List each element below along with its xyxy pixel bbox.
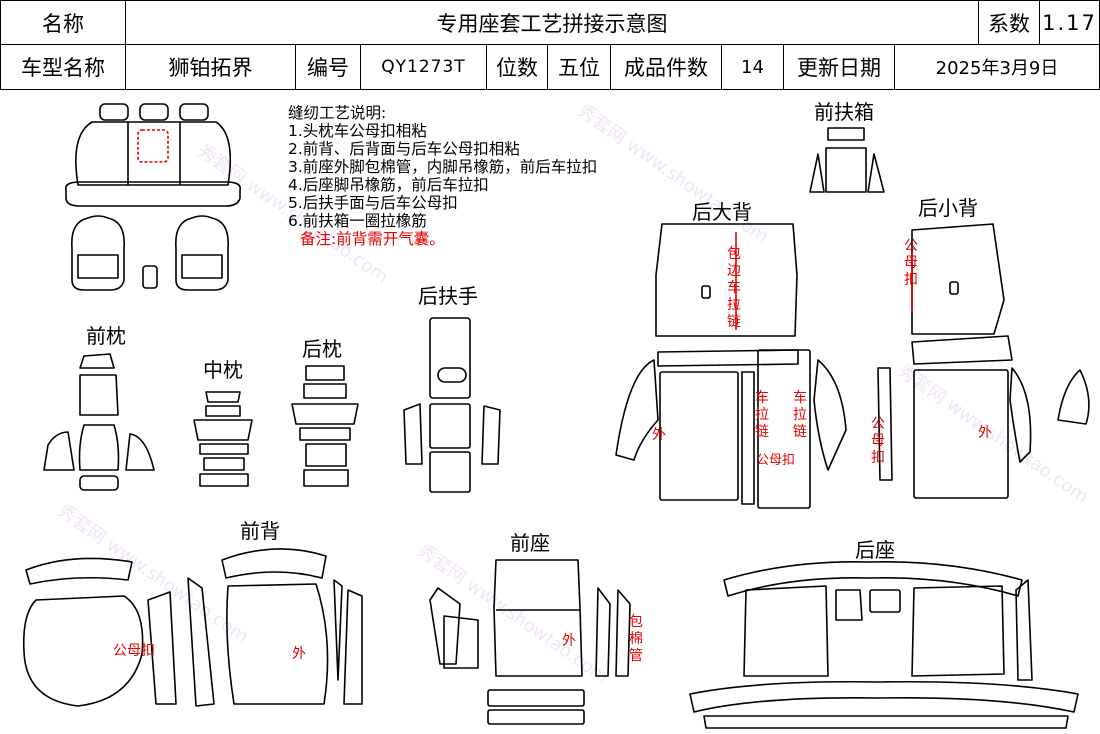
note-item: 1.头枕车公母扣相粘 [288, 122, 427, 140]
rear-small-back-pieces [877, 223, 1090, 499]
front-seat-pieces [429, 559, 631, 725]
label-rear-small-back: 后小背 [918, 196, 978, 220]
front-headrest-pieces [43, 353, 155, 491]
label-rear-headrest: 后枕 [302, 337, 342, 361]
annot-zip-a: 车拉链 [755, 390, 769, 440]
seats-value: 五位 [547, 44, 611, 90]
annot-outer-right: 外 [978, 425, 992, 441]
sewing-notes: 缝纫工艺说明: 1.头枕车公母扣相粘 2.前背、后背面与后车公母扣相粘 3.前座… [288, 104, 748, 248]
date-label: 更新日期 [783, 44, 895, 90]
note-item: 5.后扶手面与后车公母扣 [288, 194, 458, 212]
label-rear-seat: 后座 [855, 538, 895, 562]
rear-big-back-pieces [615, 223, 847, 509]
pieces-label: 成品件数 [610, 44, 722, 90]
front-back-pieces [22, 548, 363, 707]
annot-snap-front-back: 公母扣 [113, 643, 155, 659]
label-front-seat: 前座 [510, 531, 550, 555]
notes-remark: 备注:前背需开气囊。 [300, 230, 445, 248]
annot-wrap-edge-zip: 包边车拉链 [727, 246, 741, 330]
annot-foam-tube: 包棉管 [629, 614, 643, 664]
coef-label: 系数 [978, 0, 1040, 45]
annot-snap-v: 公母扣 [904, 238, 918, 288]
seat-overview-sketch [64, 103, 242, 291]
header-table: 名称 专用座套工艺拼接示意图 系数 1.17 车型名称 狮铂拓界 编号 QY12… [0, 0, 1100, 90]
label-front-back: 前背 [240, 519, 280, 543]
annot-outer-front-seat: 外 [562, 633, 576, 649]
annot-zip-b: 车拉链 [793, 390, 807, 440]
label-rear-armrest: 后扶手 [418, 284, 478, 308]
middle-headrest-pieces [193, 391, 253, 487]
notes-title: 缝纫工艺说明: [288, 104, 387, 122]
rear-seat-pieces [689, 561, 1079, 729]
annot-outer-front-back: 外 [292, 646, 306, 662]
label-rear-big-back: 后大背 [692, 200, 752, 224]
annot-outer: 外 [652, 427, 666, 443]
label-front-headrest: 前枕 [86, 324, 126, 348]
note-item: 2.前背、后背面与后车公母扣相粘 [288, 140, 520, 158]
note-item: 4.后座脚吊橡筋，前后车拉扣 [288, 176, 489, 194]
note-item: 6.前扶箱一圈拉橡筋 [288, 212, 427, 230]
rear-armrest-pieces [403, 317, 501, 493]
annot-snap-right: 公母扣 [871, 416, 885, 466]
model-label: 车型名称 [0, 44, 126, 90]
front-armbox-pieces [809, 127, 885, 193]
label-middle-headrest: 中枕 [203, 358, 243, 382]
note-item: 3.前座外脚包棉管，内脚吊橡筋，前后车拉扣 [288, 158, 598, 176]
seats-label: 位数 [486, 44, 548, 90]
model-value: 狮铂拓界 [125, 44, 296, 90]
annot-snap-h: 公母扣 [756, 453, 796, 468]
rear-headrest-pieces [291, 365, 359, 487]
label-front-armbox: 前扶箱 [814, 100, 874, 124]
